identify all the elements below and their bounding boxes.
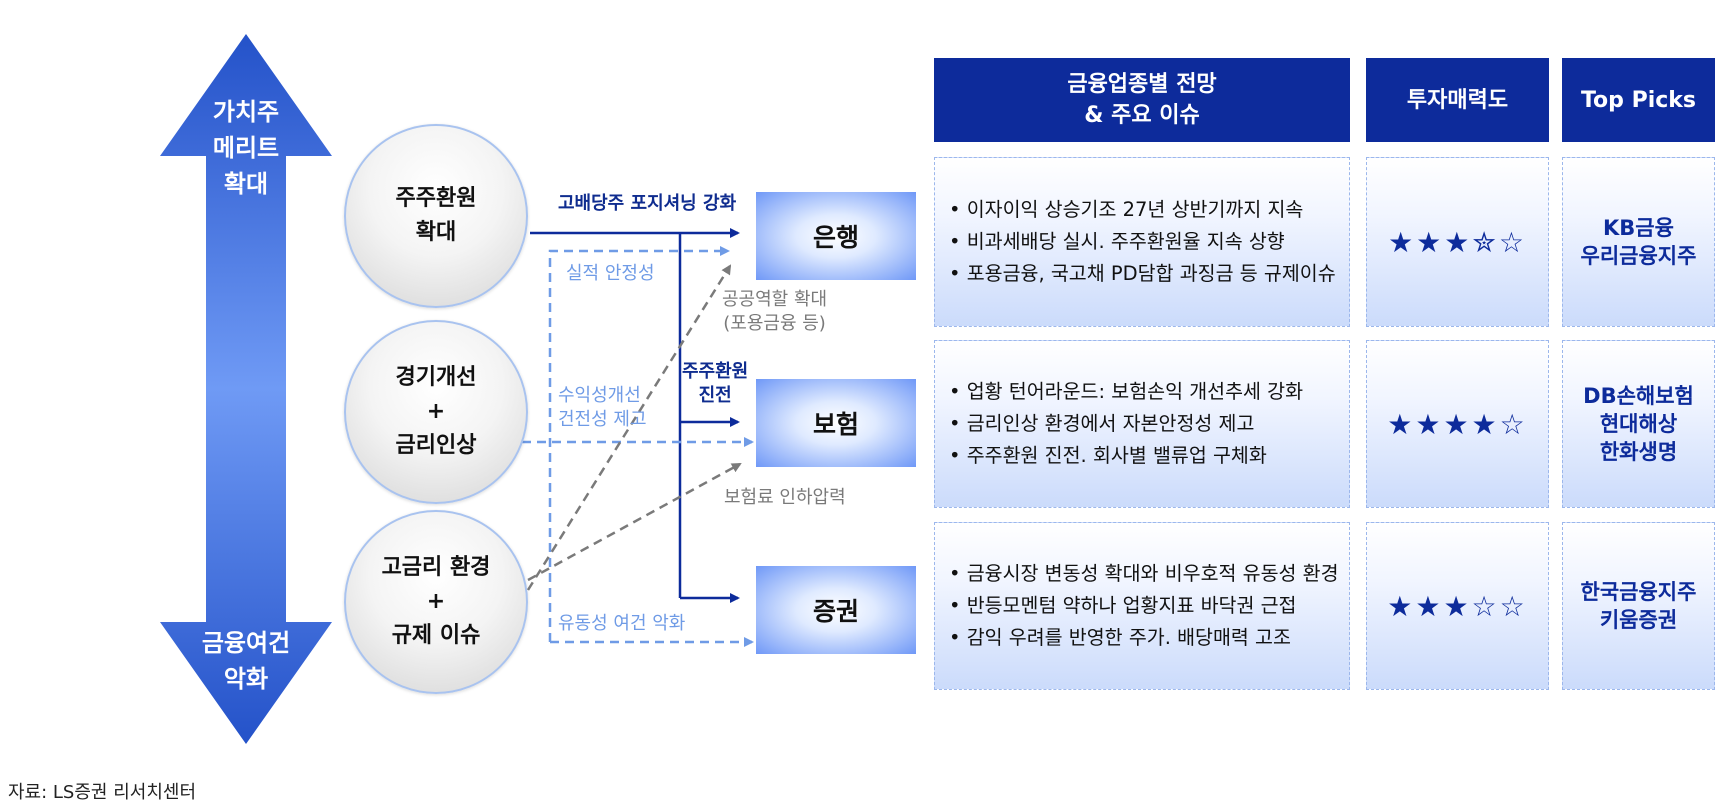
issue-item: 감익 우려를 반영한 주가. 배당매력 고조: [949, 622, 1339, 654]
issue-item: 주주환원 진전. 회사별 밸류업 구체화: [949, 440, 1303, 472]
issues-cell-insurance: 업황 턴어라운드: 보험손익 개선추세 강화 금리인상 환경에서 자본안정성 제…: [934, 340, 1350, 508]
label-line: 공공역할 확대: [722, 289, 828, 310]
driver-line: 경기개선: [395, 365, 477, 390]
label-line: (포용금융 등): [723, 313, 826, 334]
label-line: 건전성 제고: [558, 409, 647, 430]
rating-cell-insurance: ★★★★☆: [1366, 340, 1549, 508]
header-outlook-line1: 금융업종별 전망: [1067, 72, 1217, 97]
axis-bottom-label: 금융여건 악화: [176, 625, 316, 697]
label-public-role: 공공역할 확대 (포용금융 등): [722, 288, 827, 336]
label-profitability: 수익성개선 건전성 제고: [558, 384, 647, 432]
label-line: 진전: [698, 385, 732, 406]
header-top-picks: Top Picks: [1562, 58, 1715, 142]
label-line: 수익성개선: [558, 385, 641, 406]
driver-line: +: [426, 589, 446, 614]
arrow-rates-to-insurance: [527, 462, 742, 582]
value-axis-arrow: [160, 34, 332, 744]
driver-high-rates-regulation: 고금리 환경 + 규제 이슈: [344, 510, 528, 694]
pick-item: KB금융: [1603, 216, 1674, 240]
pick-item: 키움증권: [1599, 608, 1678, 632]
label-shareholder-progress: 주주환원 진전: [682, 360, 748, 408]
star-rating: ★★★☆☆: [1387, 589, 1528, 623]
axis-top-label: 가치주 메리트 확대: [176, 94, 316, 202]
driver-line: 금리인상: [395, 433, 477, 458]
label-earnings-stability: 실적 안정성: [566, 263, 655, 284]
label-liquidity: 유동성 여건 악화: [558, 613, 686, 634]
rating-cell-bank: ★★★✮☆: [1366, 157, 1549, 327]
driver-shareholder-return: 주주환원 확대: [344, 124, 528, 308]
pick-item: 현대해상: [1599, 412, 1678, 436]
label-premium-cut: 보험료 인하압력: [724, 487, 846, 508]
axis-bottom-line: 악화: [223, 665, 269, 693]
header-attractiveness: 투자매력도: [1366, 58, 1549, 142]
issues-cell-securities: 금융시장 변동성 확대와 비우호적 유동성 환경 반등모멘텀 약하나 업황지표 …: [934, 522, 1350, 690]
driver-line: 주주환원: [395, 186, 477, 211]
axis-top-line: 확대: [223, 170, 269, 198]
star-rating: ★★★✮☆: [1388, 225, 1527, 259]
driver-line: 고금리 환경: [381, 555, 491, 580]
source-note: 자료: LS증권 리서치센터: [8, 782, 197, 803]
sector-box-securities: 증권: [756, 566, 916, 654]
issue-item: 비과세배당 실시. 주주환원율 지속 상향: [949, 226, 1336, 258]
star-rating: ★★★★☆: [1387, 407, 1528, 441]
issue-item: 금리인상 환경에서 자본안정성 제고: [949, 408, 1303, 440]
issues-cell-bank: 이자이익 상승기조 27년 상반기까지 지속 비과세배당 실시. 주주환원율 지…: [934, 157, 1350, 327]
header-outlook: 금융업종별 전망 & 주요 이슈: [934, 58, 1350, 142]
driver-line: 규제 이슈: [391, 623, 481, 648]
picks-cell-securities: 한국금융지주 키움증권: [1562, 522, 1715, 690]
driver-line: 확대: [415, 220, 457, 245]
sector-box-bank: 은행: [756, 192, 916, 280]
axis-bottom-line: 금융여건: [201, 629, 291, 657]
pick-item: 우리금융지주: [1580, 244, 1697, 268]
pick-item: 한국금융지주: [1580, 580, 1697, 604]
driver-line: +: [426, 399, 446, 424]
issue-item: 이자이익 상승기조 27년 상반기까지 지속: [949, 194, 1336, 226]
issue-item: 금융시장 변동성 확대와 비우호적 유동성 환경: [949, 558, 1339, 590]
issue-item: 반등모멘텀 약하나 업황지표 바닥권 근접: [949, 590, 1339, 622]
issue-item: 업황 턴어라운드: 보험손익 개선추세 강화: [949, 376, 1303, 408]
driver-economy-rates: 경기개선 + 금리인상: [344, 320, 528, 504]
pick-item: DB손해보험: [1583, 384, 1694, 408]
label-high-dividend: 고배당주 포지셔닝 강화: [558, 193, 737, 214]
picks-cell-bank: KB금융 우리금융지주: [1562, 157, 1715, 327]
axis-top-line: 메리트: [212, 134, 280, 162]
rating-cell-securities: ★★★☆☆: [1366, 522, 1549, 690]
arrow-rates-to-bank: [526, 264, 732, 591]
issue-item: 포용금융, 국고채 PD담합 과징금 등 규제이슈: [949, 258, 1336, 290]
picks-cell-insurance: DB손해보험 현대해상 한화생명: [1562, 340, 1715, 508]
label-line: 주주환원: [682, 361, 749, 382]
arrow-stability-to-bank: [548, 246, 730, 642]
pick-item: 한화생명: [1599, 440, 1678, 464]
sector-box-insurance: 보험: [756, 379, 916, 467]
axis-top-line: 가치주: [212, 98, 280, 126]
header-outlook-line2: & 주요 이슈: [1084, 103, 1200, 128]
